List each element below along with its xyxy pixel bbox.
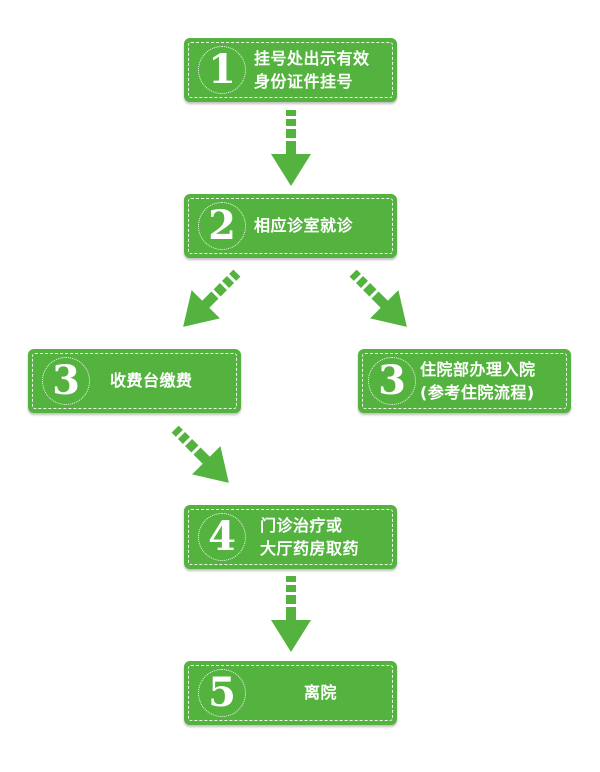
step-label: 门诊治疗或 大厅药房取药 bbox=[260, 514, 359, 560]
step-label-line: 相应诊室就诊 bbox=[254, 216, 354, 235]
step-number-badge: 2 bbox=[198, 202, 246, 250]
step-2-consultation: 2 相应诊室就诊 bbox=[184, 194, 397, 258]
step-number-badge: 4 bbox=[198, 513, 246, 561]
step-4-treatment: 4 门诊治疗或 大厅药房取药 bbox=[184, 505, 397, 569]
step-label-line: 离院 bbox=[304, 683, 338, 702]
arrow-down-icon bbox=[271, 576, 311, 652]
step-number-badge: 3 bbox=[42, 357, 90, 405]
arrow-down-right-icon bbox=[349, 269, 407, 327]
step-number-badge: 3 bbox=[368, 357, 416, 405]
step-label: 收费台缴费 bbox=[110, 369, 193, 392]
step-label-line: 收费台缴费 bbox=[110, 371, 193, 390]
step-5-discharge: 5 离院 bbox=[184, 661, 397, 725]
step-number-badge: 5 bbox=[198, 669, 246, 717]
step-label: 相应诊室就诊 bbox=[254, 214, 353, 237]
step-1-register: 1 挂号处出示有效 身份证件挂号 bbox=[184, 38, 397, 102]
step-number-badge: 1 bbox=[198, 46, 246, 94]
step-label-line: 挂号处出示有效 bbox=[254, 49, 370, 68]
step-label-line: 住院部办理入院 bbox=[420, 360, 536, 379]
step-3-admission: 3 住院部办理入院 (参考住院流程) bbox=[358, 349, 571, 413]
step-label-line: 身份证件挂号 bbox=[254, 72, 354, 91]
step-3-payment: 3 收费台缴费 bbox=[28, 349, 241, 413]
step-label-line: 门诊治疗或 bbox=[260, 516, 343, 535]
step-label-line: (参考住院流程) bbox=[420, 383, 535, 402]
arrow-down-icon bbox=[271, 110, 311, 186]
step-label: 住院部办理入院 (参考住院流程) bbox=[420, 358, 536, 404]
arrow-down-left-icon bbox=[183, 269, 241, 327]
step-label: 离院 bbox=[304, 681, 337, 704]
step-label: 挂号处出示有效 身份证件挂号 bbox=[254, 47, 370, 93]
step-label-line: 大厅药房取药 bbox=[260, 539, 360, 558]
arrow-down-right-icon bbox=[171, 425, 229, 483]
